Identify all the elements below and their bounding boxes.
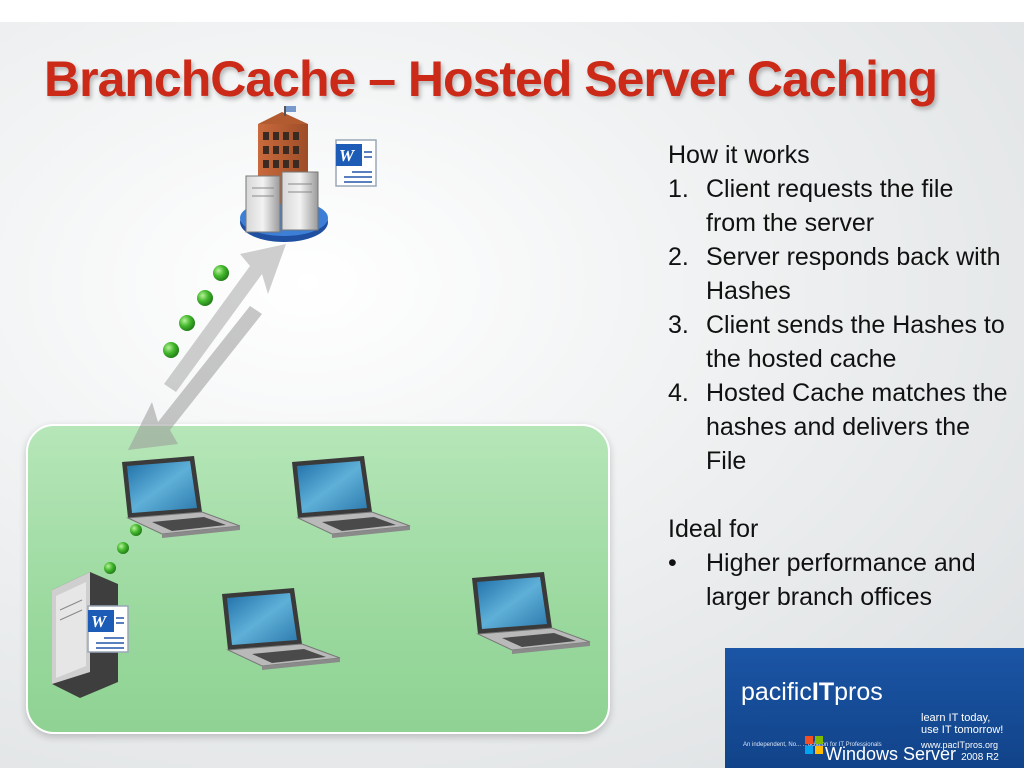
- logo-tagline-1: learn IT today,: [921, 712, 991, 724]
- explanation-panel: How it works 1. Client requests the file …: [668, 138, 1008, 614]
- logo-it: IT: [811, 678, 835, 706]
- server-building-icon: [240, 106, 328, 242]
- list-item: 2. Server responds back with Hashes: [668, 240, 1008, 308]
- network-diagram: W: [52, 106, 591, 698]
- list-item: 3. Client sends the Hashes to the hosted …: [668, 308, 1008, 376]
- server-dot-trail: [163, 265, 229, 358]
- pacific-it-pros-logo: pacificITpros learn IT today, use IT tom…: [725, 648, 1024, 768]
- logo-url: www.pacITpros.org: [921, 740, 999, 750]
- slide-title: BranchCache – Hosted Server Caching: [44, 51, 938, 107]
- logo-brand: pacificITpros: [741, 678, 883, 706]
- step-number: 1.: [668, 175, 689, 203]
- list-item: 1. Client requests the file from the serv…: [668, 172, 1008, 240]
- word-document-icon: [87, 605, 129, 653]
- step-number: 4.: [668, 379, 689, 407]
- step-number: 2.: [668, 243, 689, 271]
- laptop-icon: [471, 571, 591, 655]
- word-document-icon: [335, 139, 377, 187]
- ideal-list: • Higher performance and larger branch of…: [668, 546, 1008, 614]
- step-number: 3.: [668, 311, 689, 339]
- logo-small-text: An independent, No... ...ociation for IT…: [743, 742, 882, 748]
- request-response-arrow: [128, 244, 286, 450]
- windows-server-label: Windows Server 2008 R2: [825, 744, 999, 764]
- list-item: • Higher performance and larger branch of…: [668, 546, 1008, 614]
- slide: BranchCache – Hosted Server Caching: [0, 22, 1024, 768]
- step-text: Client sends the Hashes to the hosted ca…: [706, 311, 1005, 373]
- logo-tagline-2: use IT tomorrow!: [921, 724, 1004, 736]
- laptop-icon: [291, 455, 411, 539]
- windows-version: 2008 R2: [961, 752, 999, 763]
- step-text: Hosted Cache matches the hashes and deli…: [706, 379, 1008, 475]
- laptop-icon: [221, 587, 341, 671]
- windows-flag-icon: [805, 736, 823, 754]
- hosted-cache-server-icon: [52, 572, 118, 698]
- how-it-works-heading: How it works: [668, 141, 810, 169]
- step-text: Client requests the file from the server: [706, 175, 954, 237]
- ideal-text: Higher performance and larger branch off…: [706, 549, 976, 611]
- ideal-for-heading: Ideal for: [668, 515, 759, 543]
- step-text: Server responds back with Hashes: [706, 243, 1001, 305]
- list-item: 4. Hosted Cache matches the hashes and de…: [668, 376, 1008, 478]
- steps-list: 1. Client requests the file from the serv…: [668, 172, 1008, 478]
- bullet: •: [668, 549, 677, 577]
